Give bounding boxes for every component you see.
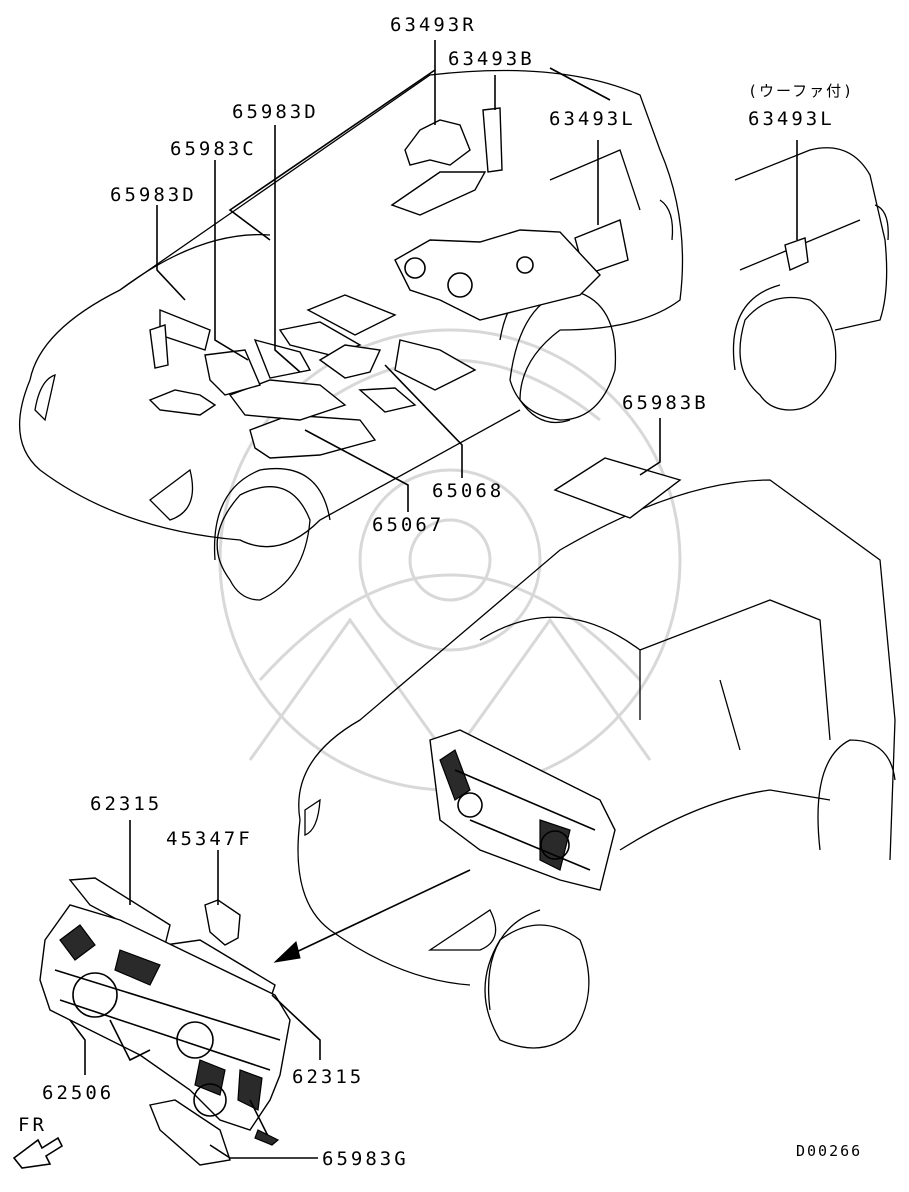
label-65067: 65067 <box>372 514 445 536</box>
part-65067 <box>249 414 377 459</box>
label-65983D-lower: 65983D <box>110 184 197 206</box>
label-65983D-upper: 65983D <box>232 101 319 123</box>
detail-arrow <box>273 869 471 963</box>
label-45347F: 45347F <box>166 828 253 850</box>
dash-panel-detail <box>39 877 291 1166</box>
label-woofer-note: (ウーファ付) <box>748 82 855 100</box>
lower-vehicle-outline <box>297 479 896 1049</box>
label-62506: 62506 <box>42 1082 115 1104</box>
label-65983G: 65983G <box>322 1148 409 1170</box>
front-direction-arrow-icon <box>12 1136 64 1169</box>
label-63493B: 63493B <box>448 48 535 70</box>
label-62315-upper: 62315 <box>90 793 163 815</box>
upper-vehicle-outline <box>19 69 684 601</box>
label-63493R: 63493R <box>390 14 477 36</box>
part-62506 <box>39 904 291 1131</box>
part-65983G <box>149 1099 231 1166</box>
part-65068 <box>318 344 382 379</box>
label-63493L: 63493L <box>549 108 636 130</box>
diagram-code: D00266 <box>796 1142 863 1160</box>
part-63493L-woofer <box>784 237 809 271</box>
part-45347F <box>204 899 241 946</box>
label-62315-lower: 62315 <box>292 1066 365 1088</box>
part-65983B <box>553 457 682 519</box>
label-65983C: 65983C <box>170 138 257 160</box>
installed-dash-panel <box>429 729 616 891</box>
floor-silencer-parts <box>148 107 809 519</box>
label-65983B: 65983B <box>622 392 709 414</box>
rear-vehicle-outline <box>732 147 889 411</box>
part-63493R <box>404 119 471 166</box>
part-62315-upper <box>68 877 171 947</box>
label-65068: 65068 <box>432 480 505 502</box>
part-63493B <box>482 107 503 173</box>
leader-lines <box>69 40 798 1159</box>
direction-label: FR <box>18 1114 47 1136</box>
label-63493L-woofer: 63493L <box>748 108 835 130</box>
